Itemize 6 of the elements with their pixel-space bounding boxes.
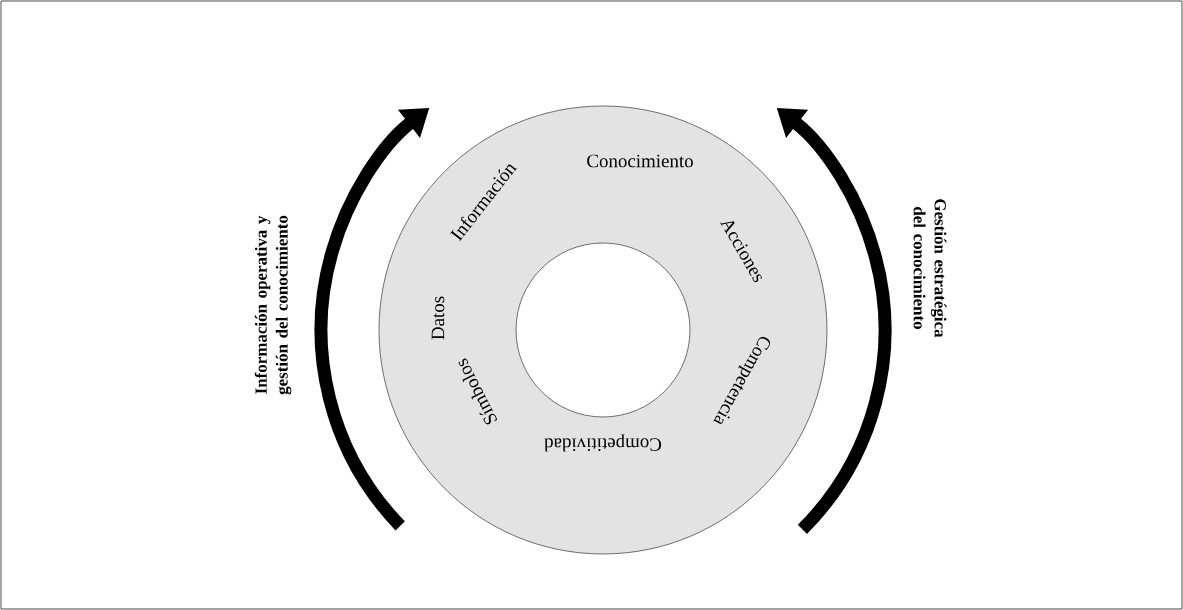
arrow-label: Gestión estratégica del conocimiento — [913, 199, 947, 338]
ring-label: Datos — [431, 296, 445, 340]
arrow-label: Información operativa y gestión del conocimiento — [254, 215, 292, 395]
ring-label: Conocimiento — [587, 154, 693, 168]
ring-label: Competitividad — [544, 434, 662, 452]
ring — [378, 105, 828, 555]
